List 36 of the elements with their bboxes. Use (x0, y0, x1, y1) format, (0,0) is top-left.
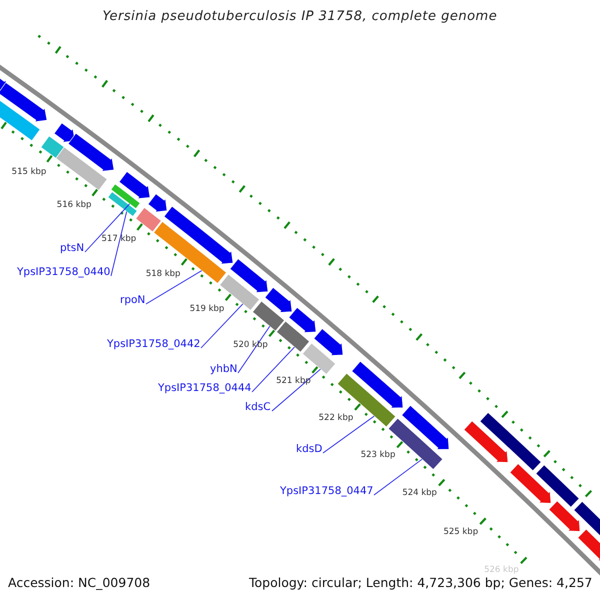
leader-line (322, 416, 375, 454)
gene-bar (337, 372, 396, 428)
gene-label: ptsN (60, 243, 84, 254)
leader-line (238, 326, 270, 374)
scale-label: 524 kbp (402, 489, 437, 498)
scale-label: 515 kbp (12, 168, 46, 176)
scale-label: 516 kbp (56, 201, 92, 210)
gene-label: YpsIP31758_0442 (107, 339, 200, 350)
gene-bar (252, 300, 285, 332)
leader-line (252, 346, 295, 392)
scale-label: 525 kbp (443, 528, 478, 536)
leader-line (146, 270, 202, 304)
gene-label: kdsD (296, 444, 322, 454)
title: Yersinia pseudotuberculosis IP 31758, complete genome (102, 10, 498, 23)
gene-label: YpsIP31758_0440 (17, 267, 110, 278)
gene-bar (302, 342, 336, 375)
gene-bar (108, 191, 138, 217)
genome-info-text: Topology: circular; Length: 4,723,306 bp; Genes: 4,257 (249, 577, 592, 590)
scale-label: 517 kbp (102, 235, 136, 244)
gene-bar (276, 320, 310, 352)
accession-text: Accession: NC_009708 (8, 577, 150, 590)
gene-label: YpsIP31758_0444 (158, 383, 252, 394)
scale-label: 523 kbp (360, 451, 396, 460)
gene-label: yhbN (210, 364, 238, 374)
leader-line (374, 458, 423, 496)
leader-line (272, 368, 321, 412)
gene-bar (110, 184, 140, 209)
gene-label: YpsIP31758_0447 (280, 486, 374, 496)
leader-line (84, 203, 130, 252)
leader-line (200, 304, 244, 348)
scale-label: 519 kbp (190, 305, 224, 314)
leader-line (110, 211, 128, 276)
scale-label: 522 kbp (318, 414, 354, 423)
scale-label: 518 kbp (146, 270, 180, 279)
gene-label: kdsC (245, 402, 271, 412)
gene-label: rpoN (120, 295, 146, 306)
